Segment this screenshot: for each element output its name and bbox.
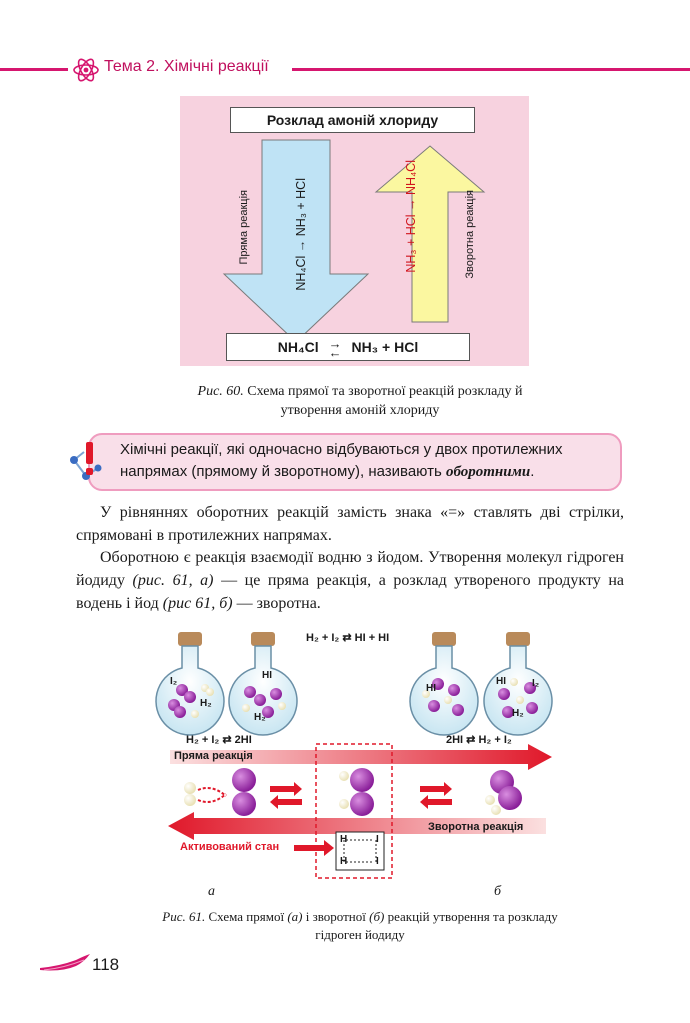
atom-icon [73,58,99,82]
chapter-title: Тема 2. Хімічні реакції [104,58,269,75]
figure-61-forward-label: Пряма реакція [174,750,253,762]
flask-4-label-hi: HI [496,676,506,687]
definition-text: Хімічні реакції, які одночасно відбувают… [120,439,616,483]
flask-2 [228,632,298,736]
equilibrium-arrows-icon: →← [328,336,342,361]
paragraph-1-text: У рівняннях оборотних реакцій замість зн… [76,504,624,544]
definition-term: оборотними [445,464,531,480]
paragraph-1: У рівняннях оборотних реакцій замість зн… [76,501,624,547]
equation-right: NH₃ + HCl [351,339,419,355]
activated-i-bottom: I [376,856,379,867]
figure-60-background [180,96,529,366]
caption-61-part-1: Схема прямої [205,909,288,924]
page-number: 118 [92,955,120,974]
flask-2-label-h2: H₂ [254,712,266,723]
equilibrium-arrows-left [270,782,302,809]
activated-i-top: I [376,834,379,845]
equation-left: NH₄Cl [277,339,319,355]
caption-61-prefix: Рис. 61. [162,909,206,924]
caption-text: Схема прямої та зворотної реакцій розкла… [247,384,523,418]
paragraph-2: Оборотною є реакція взаємодії водню з йо… [76,546,624,615]
flask-molecules [168,678,538,718]
paragraph-2-part-a: Оборотною є реакція взаємодії водню з йо… [76,549,624,589]
equilibrium-arrows-right [420,782,452,809]
flask-1 [155,632,225,736]
caption-61-part-3: реакцій утворення та розкладу гідроген й… [315,909,558,942]
figure-61-left-equation: H₂ + I₂ ⇄ 2HI [186,734,252,746]
reverse-reaction-arrow [168,812,546,840]
equilibrium-equation: NH₄Cl →← NH₃ + HCl [226,333,470,361]
exclamation-molecule-icon [70,442,102,480]
figure-61-caption: Рис. 61. Схема прямої (а) і зворотної (б… [160,908,560,944]
definition-body: Хімічні реакції, які одночасно відбувают… [120,441,563,480]
flask-4 [483,632,553,736]
header-rule-right [292,68,690,71]
flask-2-label-hi: HI [262,670,272,681]
figure-60-caption: Рис. 60. Схема прямої та зворотної реакц… [190,382,530,420]
reverse-arrow [374,145,486,323]
header-rule-left [0,68,68,71]
figure-61-right-equation: 2HI ⇄ H₂ + I₂ [446,734,512,746]
footer-swoosh-icon [40,954,90,971]
paragraph-2-part-b: — це пряма реакція, а розклад утвореного… [76,572,624,612]
flask-4-label-i2: I₂ [532,678,540,689]
activated-state-arrow [294,840,334,856]
figure-60-arrows [222,139,486,343]
activated-state-label: Активований стан [180,841,280,853]
caption-prefix: Рис. 60. [197,384,244,399]
product-molecules [485,770,522,815]
activated-h-top: H [340,834,348,845]
figure-60-title: Розклад амоній хлориду [230,107,475,133]
figure-61-label-b: б [494,884,502,899]
figure-61-label-a: а [208,884,215,899]
definition-end: . [530,463,535,480]
forward-reaction-arrow [170,744,552,770]
caption-61-part-2: і зворотної [302,909,370,924]
activated-state-frame [315,743,393,879]
figure-61-top-equation: H₂ + I₂ ⇄ HI + HI [306,632,390,644]
middle-molecules [339,768,374,816]
flask-1-label-i2: I₂ [170,676,178,687]
figure-reference-a: (рис. 61, а) [132,572,214,589]
paragraph-2-part-c: — зворотна. [232,595,321,612]
definition-box [88,433,622,491]
caption-61-ref-a: (а) [287,909,303,924]
figure-reference-b: (рис 61, б) [162,595,233,612]
forward-arrow [222,139,370,343]
caption-61-ref-b: (б) [369,909,385,924]
flask-3-label-hi: HI [426,683,436,694]
activated-h-bottom: H [340,856,348,867]
flask-3 [409,632,479,736]
flask-4-label-h2: H₂ [512,708,524,719]
figure-61-reverse-label: Зворотна реакція [428,821,524,833]
flask-1-label-h2: H₂ [200,698,212,709]
reactant-molecules [184,768,256,816]
